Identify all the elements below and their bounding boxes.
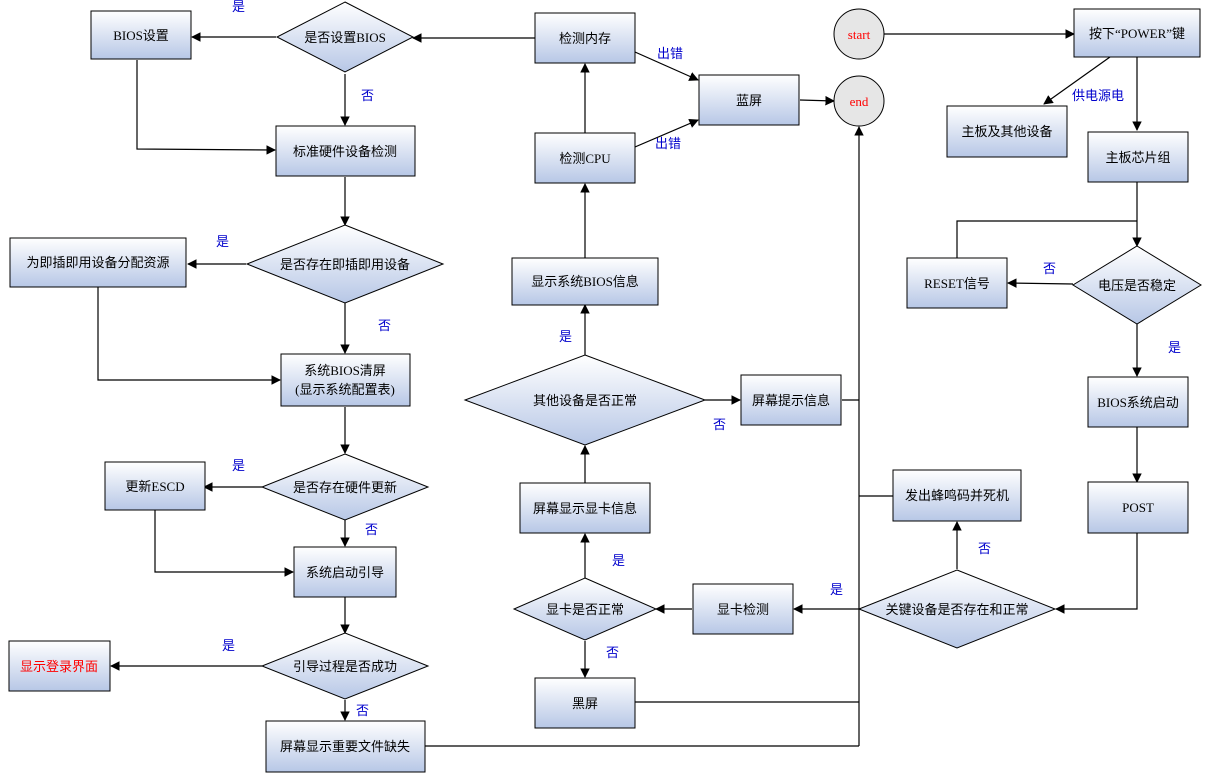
pnp-text: 是否存在即插即用设备 bbox=[280, 257, 410, 272]
update-escd-text: 更新ESCD bbox=[125, 479, 184, 494]
chipset-text: 主板芯片组 bbox=[1105, 150, 1170, 165]
edge-blue-to-end bbox=[799, 95, 835, 106]
key-devices-diamond: 关键设备是否存在和正常 bbox=[857, 569, 1057, 649]
label-key-devices-no: 否 bbox=[978, 542, 991, 557]
pnp-alloc-box: 为即插即用设备分配资源 bbox=[9, 237, 187, 288]
label-gpu-ok-yes: 是 bbox=[612, 554, 625, 569]
label-power-supply: 供电源电 bbox=[1072, 89, 1124, 104]
boot-ok-text: 引导过程是否成功 bbox=[293, 659, 397, 674]
screen-prompt-box: 屏幕提示信息 bbox=[740, 374, 842, 426]
beep-halt-text: 发出蜂鸣码并死机 bbox=[905, 488, 1009, 503]
label-set-bios-no: 否 bbox=[361, 89, 374, 104]
bios-clear-box: 系统BIOS清屏 (显示系统配置表) bbox=[280, 353, 411, 407]
start-circle: start bbox=[833, 8, 885, 60]
reset-signal-box: RESET信号 bbox=[906, 257, 1008, 309]
voltage-stable-text: 电压是否稳定 bbox=[1098, 278, 1176, 293]
label-other-devices-yes: 是 bbox=[559, 330, 572, 345]
press-power-text: 按下“POWER”键 bbox=[1089, 26, 1185, 41]
update-escd-box: 更新ESCD bbox=[104, 461, 206, 511]
edge-alloc-to-clear bbox=[97, 287, 281, 385]
start-text: start bbox=[848, 27, 871, 42]
label-hw-update-yes: 是 bbox=[232, 459, 245, 474]
label-other-devices-no: 否 bbox=[713, 418, 726, 433]
bios-start-text: BIOS系统启动 bbox=[1097, 395, 1179, 410]
set-bios-diamond: 是否设置BIOS bbox=[275, 1, 415, 73]
show-login-text: 显示登录界面 bbox=[20, 659, 98, 674]
edge-cpu-to-blue bbox=[634, 118, 699, 148]
boot-loader-text: 系统启动引导 bbox=[306, 565, 384, 580]
edge-voltage-to-reset bbox=[1007, 278, 1074, 288]
end-circle: end bbox=[833, 75, 885, 127]
pnp-alloc-text: 为即插即用设备分配资源 bbox=[26, 255, 169, 270]
flow-connectors bbox=[97, 29, 1142, 747]
hw-update-diamond: 是否存在硬件更新 bbox=[260, 453, 430, 521]
label-hw-update-no: 否 bbox=[365, 523, 378, 538]
edge-reset-loop bbox=[956, 220, 1137, 258]
press-power-box: 按下“POWER”键 bbox=[1073, 8, 1201, 58]
other-devices-ok-diamond: 其他设备是否正常 bbox=[463, 354, 707, 446]
label-voltage-no: 否 bbox=[1043, 262, 1056, 277]
edge-power-to-mainboard bbox=[1043, 56, 1111, 105]
edge-memory-to-blue bbox=[634, 51, 699, 81]
post-text: POST bbox=[1122, 500, 1154, 515]
black-screen-box: 黑屏 bbox=[534, 677, 636, 729]
bios-start-box: BIOS系统启动 bbox=[1087, 376, 1189, 428]
bios-settings-text: BIOS设置 bbox=[113, 28, 169, 43]
black-screen-text: 黑屏 bbox=[572, 696, 598, 711]
missing-files-box: 屏幕显示重要文件缺失 bbox=[265, 720, 426, 773]
label-voltage-yes: 是 bbox=[1168, 341, 1181, 356]
show-bios-info-box: 显示系统BIOS信息 bbox=[511, 257, 659, 306]
label-memory-error: 出错 bbox=[657, 47, 683, 62]
set-bios-text: 是否设置BIOS bbox=[304, 30, 386, 45]
hw-update-text: 是否存在硬件更新 bbox=[293, 480, 397, 495]
post-box: POST bbox=[1087, 481, 1189, 534]
label-boot-ok-no: 否 bbox=[356, 704, 369, 719]
label-gpu-ok-no: 否 bbox=[606, 646, 619, 661]
chipset-box: 主板芯片组 bbox=[1087, 131, 1189, 183]
label-set-bios-yes: 是 bbox=[232, 0, 245, 15]
bios-clear-line2: (显示系统配置表) bbox=[295, 382, 395, 397]
label-pnp-yes: 是 bbox=[216, 235, 229, 250]
std-hw-check-text: 标准硬件设备检测 bbox=[293, 144, 397, 159]
label-cpu-error: 出错 bbox=[655, 137, 681, 152]
bios-settings-box: BIOS设置 bbox=[90, 10, 192, 60]
missing-files-text: 屏幕显示重要文件缺失 bbox=[280, 739, 410, 754]
gpu-check-text: 显卡检测 bbox=[717, 602, 769, 617]
gpu-ok-diamond: 显卡是否正常 bbox=[512, 577, 658, 641]
check-cpu-text: 检测CPU bbox=[559, 151, 611, 166]
show-gpu-info-text: 屏幕显示显卡信息 bbox=[533, 501, 637, 516]
pnp-diamond: 是否存在即插即用设备 bbox=[245, 224, 445, 304]
mainboard-devices-box: 主板及其他设备 bbox=[946, 105, 1068, 158]
show-bios-info-text: 显示系统BIOS信息 bbox=[531, 274, 639, 289]
check-cpu-box: 检测CPU bbox=[534, 132, 636, 184]
show-gpu-info-box: 屏幕显示显卡信息 bbox=[519, 482, 651, 534]
label-key-devices-yes: 是 bbox=[830, 583, 843, 598]
end-text: end bbox=[850, 94, 869, 109]
show-login-box: 显示登录界面 bbox=[8, 640, 111, 692]
mainboard-devices-text: 主板及其他设备 bbox=[961, 124, 1052, 139]
key-devices-text: 关键设备是否存在和正常 bbox=[885, 602, 1028, 617]
check-memory-text: 检测内存 bbox=[559, 31, 611, 46]
other-devices-ok-text: 其他设备是否正常 bbox=[533, 393, 637, 408]
boot-loader-box: 系统启动引导 bbox=[293, 546, 397, 598]
beep-halt-box: 发出蜂鸣码并死机 bbox=[892, 469, 1022, 522]
check-memory-box: 检测内存 bbox=[534, 12, 636, 64]
label-boot-ok-yes: 是 bbox=[222, 639, 235, 654]
blue-screen-text: 蓝屏 bbox=[736, 93, 762, 108]
edge-bios-settings-to-std-hw bbox=[136, 60, 276, 155]
bios-clear-line1: 系统BIOS清屏 bbox=[304, 363, 386, 378]
blue-screen-box: 蓝屏 bbox=[698, 74, 800, 126]
edge-post-to-key-devices bbox=[1055, 533, 1138, 614]
voltage-stable-diamond: 电压是否稳定 bbox=[1072, 245, 1202, 325]
reset-signal-text: RESET信号 bbox=[924, 276, 990, 291]
label-pnp-no: 否 bbox=[378, 319, 391, 334]
gpu-ok-text: 显卡是否正常 bbox=[546, 602, 624, 617]
boot-ok-diamond: 引导过程是否成功 bbox=[260, 632, 430, 700]
edge-escd-to-boot bbox=[154, 510, 294, 577]
gpu-check-box: 显卡检测 bbox=[692, 583, 794, 635]
std-hw-check-box: 标准硬件设备检测 bbox=[275, 125, 416, 177]
screen-prompt-text: 屏幕提示信息 bbox=[752, 393, 830, 408]
